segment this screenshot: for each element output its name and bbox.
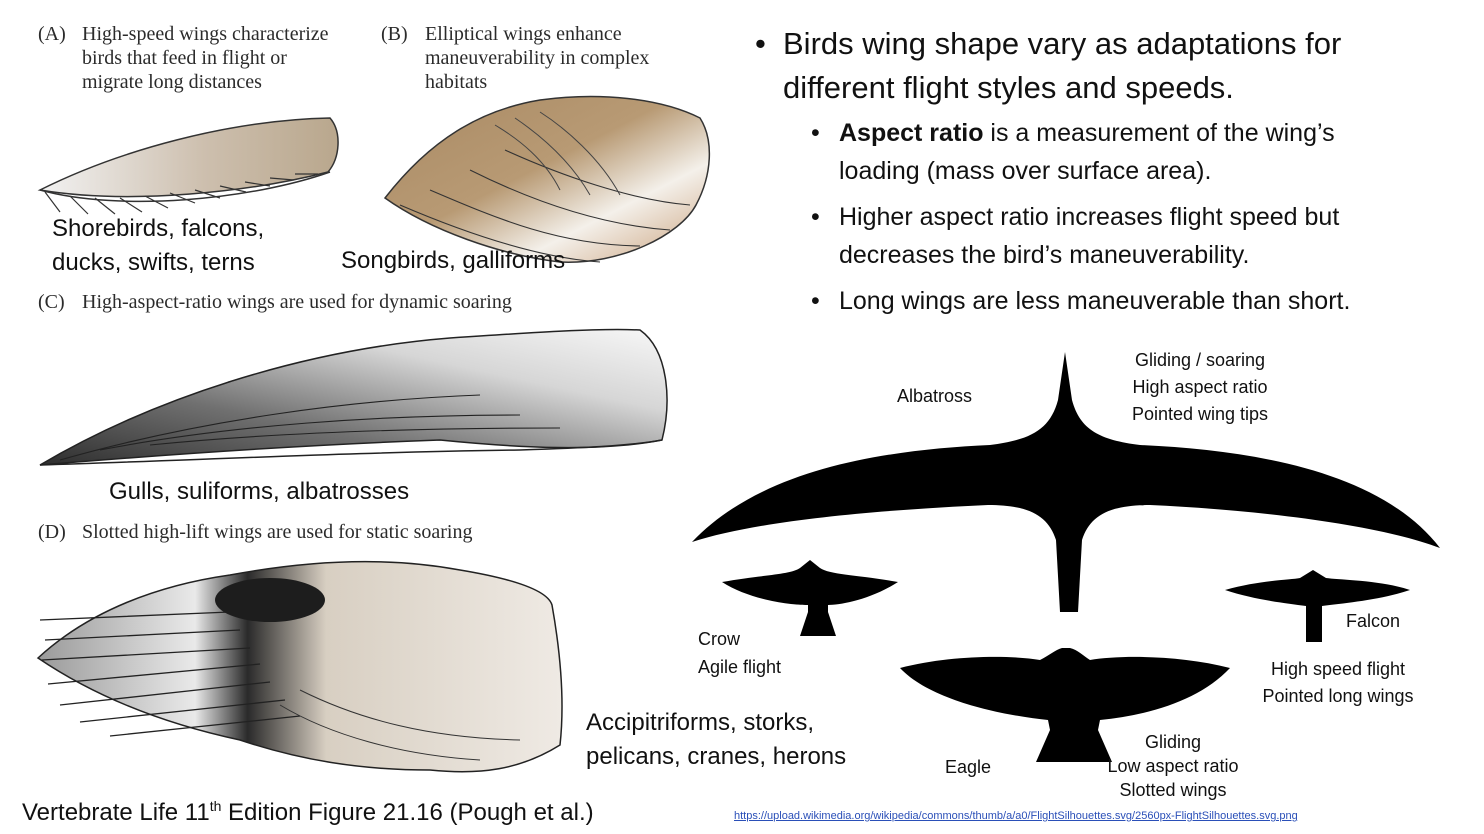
panel-a-caption: (A) High-speed wings characterize birds t… bbox=[38, 22, 329, 94]
sub-bullet-3: • Long wings are less maneuverable than … bbox=[811, 282, 1475, 320]
eagle-label: Eagle bbox=[945, 757, 992, 777]
bullet-dot: • bbox=[811, 119, 820, 147]
falcon-note-1: High speed flight bbox=[1270, 659, 1406, 679]
falcon-label: Falcon bbox=[1346, 611, 1401, 631]
panel-c-tag: (C) bbox=[38, 291, 65, 313]
panel-c-line1: High-aspect-ratio wings are used for dyn… bbox=[82, 291, 512, 313]
bullet-list: • Birds wing shape vary as adaptations f… bbox=[755, 22, 1475, 320]
crow-silhouette bbox=[722, 560, 898, 636]
panel-b-line1: Elliptical wings enhance bbox=[425, 23, 622, 45]
eagle-note-1: Gliding bbox=[1144, 732, 1202, 752]
main-bullet: • Birds wing shape vary as adaptations f… bbox=[755, 22, 1475, 110]
sub-bullet-3-line1: Long wings are less maneuverable than sh… bbox=[839, 287, 1351, 315]
panel-b-line3: habitats bbox=[425, 71, 488, 93]
bullet-dot: • bbox=[811, 287, 820, 315]
main-bullet-line1: Birds wing shape vary as adaptations for bbox=[783, 26, 1342, 61]
aspect-ratio-term: Aspect ratio bbox=[839, 119, 984, 147]
crow-note: Agile flight bbox=[698, 657, 782, 677]
panel-d-group-line2: pelicans, cranes, herons bbox=[586, 743, 847, 770]
panel-c-caption: (C) High-aspect-ratio wings are used for … bbox=[38, 290, 512, 314]
panel-a-group-line2: ducks, swifts, terns bbox=[52, 249, 255, 276]
albatross-notes: Gliding / soaring High aspect ratio Poin… bbox=[1105, 347, 1295, 428]
bullet-dot: • bbox=[755, 26, 766, 61]
panel-d-tag: (D) bbox=[38, 521, 66, 543]
panel-b-caption: (B) Elliptical wings enhance maneuverabil… bbox=[381, 22, 649, 94]
sub-bullet-2-line1: Higher aspect ratio increases flight spe… bbox=[839, 203, 1340, 231]
panel-a-group-line1: Shorebirds, falcons, bbox=[52, 215, 265, 242]
panel-b-group: Songbirds, galliforms bbox=[341, 247, 566, 274]
albatross-note-3: Pointed wing tips bbox=[1131, 404, 1269, 424]
eagle-note-2: Low aspect ratio bbox=[1107, 756, 1239, 776]
credit-post: Edition Figure 21.16 (Pough et al.) bbox=[221, 799, 594, 826]
bullet-dot: • bbox=[811, 203, 820, 231]
sub-bullet-2: • Higher aspect ratio increases flight s… bbox=[811, 198, 1475, 274]
eagle-notes: Gliding Low aspect ratio Slotted wings bbox=[1088, 730, 1258, 802]
albatross-silhouette bbox=[692, 352, 1440, 612]
panel-d-group-line1: Accipitriforms, storks, bbox=[586, 709, 815, 736]
panel-b-line2: maneuverability in complex bbox=[425, 47, 650, 69]
falcon-notes: High speed flight Pointed long wings bbox=[1240, 656, 1436, 710]
source-link[interactable]: https://upload.wikimedia.org/wikipedia/c… bbox=[734, 810, 1298, 822]
wing-a-illustration bbox=[37, 117, 339, 215]
crow-label: Crow bbox=[698, 629, 741, 649]
panel-a-tag: (A) bbox=[38, 23, 66, 45]
panel-c-group: Gulls, suliforms, albatrosses bbox=[109, 478, 410, 505]
sub-bullet-1-rest: is a measurement of the wing’s bbox=[983, 119, 1335, 147]
panel-a-line3: migrate long distances bbox=[82, 71, 262, 93]
eagle-silhouette bbox=[900, 648, 1230, 762]
eagle-note-3: Slotted wings bbox=[1119, 780, 1227, 800]
panel-d-groups: Accipitriforms, storks, pelicans, cranes… bbox=[586, 706, 846, 774]
credit-pre: Vertebrate Life 11 bbox=[22, 799, 210, 826]
albatross-note-1: Gliding / soaring bbox=[1134, 350, 1266, 370]
main-bullet-line2: different flight styles and speeds. bbox=[783, 70, 1234, 105]
albatross-label: Albatross bbox=[897, 386, 973, 406]
sub-bullet-1-line2: loading (mass over surface area). bbox=[839, 157, 1212, 185]
sub-bullet-2-line2: decreases the bird’s maneuverability. bbox=[839, 241, 1250, 269]
panel-a-groups: Shorebirds, falcons, ducks, swifts, tern… bbox=[52, 212, 264, 280]
albatross-note-2: High aspect ratio bbox=[1132, 377, 1268, 397]
wing-d-illustration bbox=[36, 560, 563, 773]
panel-d-line1: Slotted high-lift wings are used for sta… bbox=[82, 521, 473, 543]
sub-bullet-1: • Aspect ratio is a measurement of the w… bbox=[811, 114, 1475, 190]
panel-a-line1: High-speed wings characterize bbox=[82, 23, 329, 45]
panel-d-caption: (D) Slotted high-lift wings are used for … bbox=[38, 520, 472, 544]
panel-b-tag: (B) bbox=[381, 23, 408, 45]
wing-b-illustration bbox=[383, 95, 710, 263]
falcon-silhouette bbox=[1225, 570, 1410, 642]
figure-credit: Vertebrate Life 11th Edition Figure 21.1… bbox=[22, 798, 594, 827]
falcon-note-2: Pointed long wings bbox=[1262, 686, 1414, 706]
panel-a-line2: birds that feed in flight or bbox=[82, 47, 287, 69]
credit-sup: th bbox=[209, 798, 222, 814]
wing-c-illustration bbox=[39, 328, 668, 466]
